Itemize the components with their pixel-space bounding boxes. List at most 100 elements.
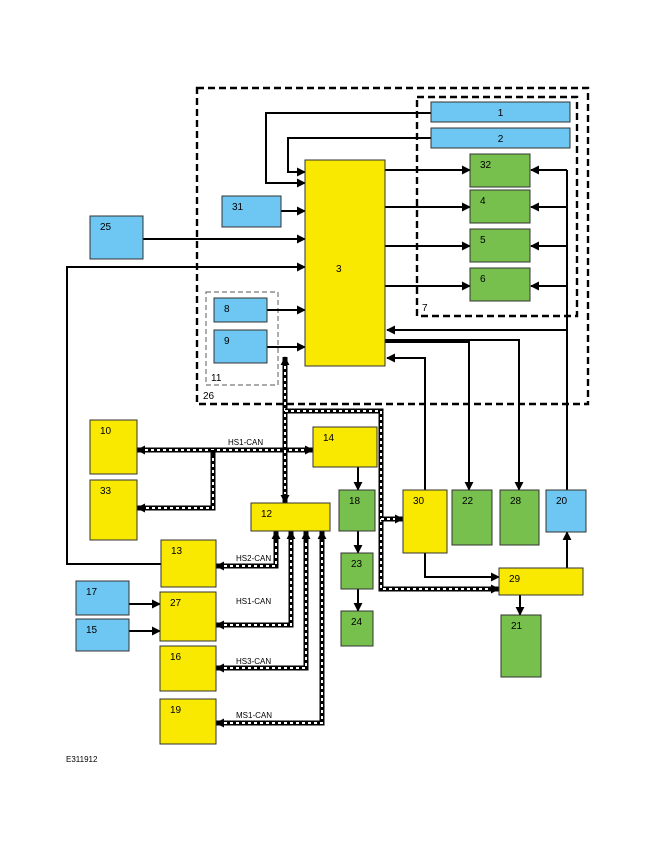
block-1: 1: [430, 101, 571, 123]
block-28: 28: [499, 489, 540, 546]
block-19-label: 19: [170, 705, 182, 716]
block-30-box: [402, 489, 448, 554]
block-6-label: 6: [480, 274, 486, 285]
block-20-label: 20: [556, 496, 568, 507]
group-7-label: 7: [422, 303, 428, 314]
block-32-label: 32: [480, 160, 492, 171]
block-22-box: [451, 489, 493, 546]
block-21: 21: [500, 614, 542, 678]
group-11-outline: [205, 291, 279, 386]
block-3-label: 3: [336, 264, 342, 275]
bus-hs1-to-27: [215, 530, 296, 630]
block-21-label: 21: [511, 621, 523, 632]
bus-label-hs3: HS3-CAN: [236, 657, 271, 666]
block-20-box: [545, 489, 587, 533]
block-24-box: [340, 610, 374, 647]
block-5-label: 5: [480, 235, 486, 246]
block-23: 23: [340, 552, 374, 590]
block-24-label: 24: [351, 617, 363, 628]
block-4-label: 4: [480, 196, 486, 207]
group-outlines: [195, 86, 590, 406]
block-6: 6: [469, 267, 531, 302]
connection-lines: [66, 112, 572, 636]
block-25: 25: [89, 215, 144, 260]
group-26-label: 26: [203, 391, 215, 402]
group-11-label: 11: [211, 373, 222, 384]
bus-label-ms1: MS1-CAN: [236, 711, 272, 720]
bus-ms1-to-19: [215, 530, 327, 728]
bus-to-33: [136, 450, 216, 513]
block-14-box: [312, 426, 378, 468]
line-30-to-29: [424, 553, 500, 582]
block-8: 8: [213, 297, 268, 323]
block-23-label: 23: [351, 559, 363, 570]
block-18-box: [338, 489, 376, 532]
block-9: 9: [213, 329, 268, 364]
block-15-label: 15: [86, 625, 98, 636]
line-13-to-3: [66, 262, 306, 565]
block-13-label: 13: [171, 546, 183, 557]
block-12-box: [250, 502, 331, 532]
block-14-label: 14: [323, 433, 335, 444]
can-bus-lines: [136, 356, 500, 728]
block-33-label: 33: [100, 486, 112, 497]
block-30: 30: [402, 489, 448, 554]
block-19: 19: [159, 698, 217, 745]
block-12: 12: [250, 502, 331, 532]
block-15-box: [75, 618, 130, 652]
block-8-label: 8: [224, 304, 230, 315]
block-4: 4: [469, 189, 531, 224]
block-31-label: 31: [232, 202, 244, 213]
block-32: 32: [469, 153, 531, 188]
block-30-label: 30: [413, 496, 425, 507]
line-3-to-22: [385, 341, 474, 491]
bus-label-hs2: HS2-CAN: [236, 554, 271, 563]
block-29-box: [498, 567, 584, 596]
block-1-box: [430, 101, 571, 123]
block-9-label: 9: [224, 336, 230, 347]
block-27-box: [159, 591, 217, 642]
block-6-box: [469, 267, 531, 302]
line-3-to-28: [385, 339, 524, 491]
block-27-label: 27: [170, 598, 182, 609]
block-3: 3: [304, 159, 386, 367]
bus-label-hs1-top: HS1-CAN: [228, 438, 263, 447]
block-33: 33: [89, 479, 138, 541]
line-1-to-3: [265, 112, 431, 188]
block-4-box: [469, 189, 531, 224]
block-19-box: [159, 698, 217, 745]
block-12-label: 12: [261, 509, 273, 520]
block-32-box: [469, 153, 531, 188]
block-10-label: 10: [100, 426, 112, 437]
block-24: 24: [340, 610, 374, 647]
block-22: 22: [451, 489, 493, 546]
block-28-label: 28: [510, 496, 522, 507]
block-10-box: [89, 419, 138, 475]
line-30-to-3: [386, 353, 426, 490]
block-8-box: [213, 297, 268, 323]
block-21-box: [500, 614, 542, 678]
block-31: 31: [221, 195, 282, 228]
block-22-label: 22: [462, 496, 474, 507]
block-27: 27: [159, 591, 217, 642]
block-25-box: [89, 215, 144, 260]
block-2-box: [430, 127, 571, 149]
block-18-label: 18: [349, 496, 361, 507]
block-16-box: [159, 645, 217, 692]
block-13-box: [160, 539, 217, 588]
block-13: 13: [160, 539, 217, 588]
block-2: 2: [430, 127, 571, 149]
block-10: 10: [89, 419, 138, 475]
block-5: 5: [469, 228, 531, 263]
bus-to-30-and-29: [285, 408, 500, 594]
block-25-label: 25: [100, 222, 112, 233]
block-14: 14: [312, 426, 378, 468]
block-17-box: [75, 580, 130, 616]
block-29-label: 29: [509, 574, 521, 585]
line-2-to-3: [287, 137, 431, 177]
bus-label-hs1: HS1-CAN: [236, 597, 271, 606]
block-15: 15: [75, 618, 130, 652]
block-33-box: [89, 479, 138, 541]
